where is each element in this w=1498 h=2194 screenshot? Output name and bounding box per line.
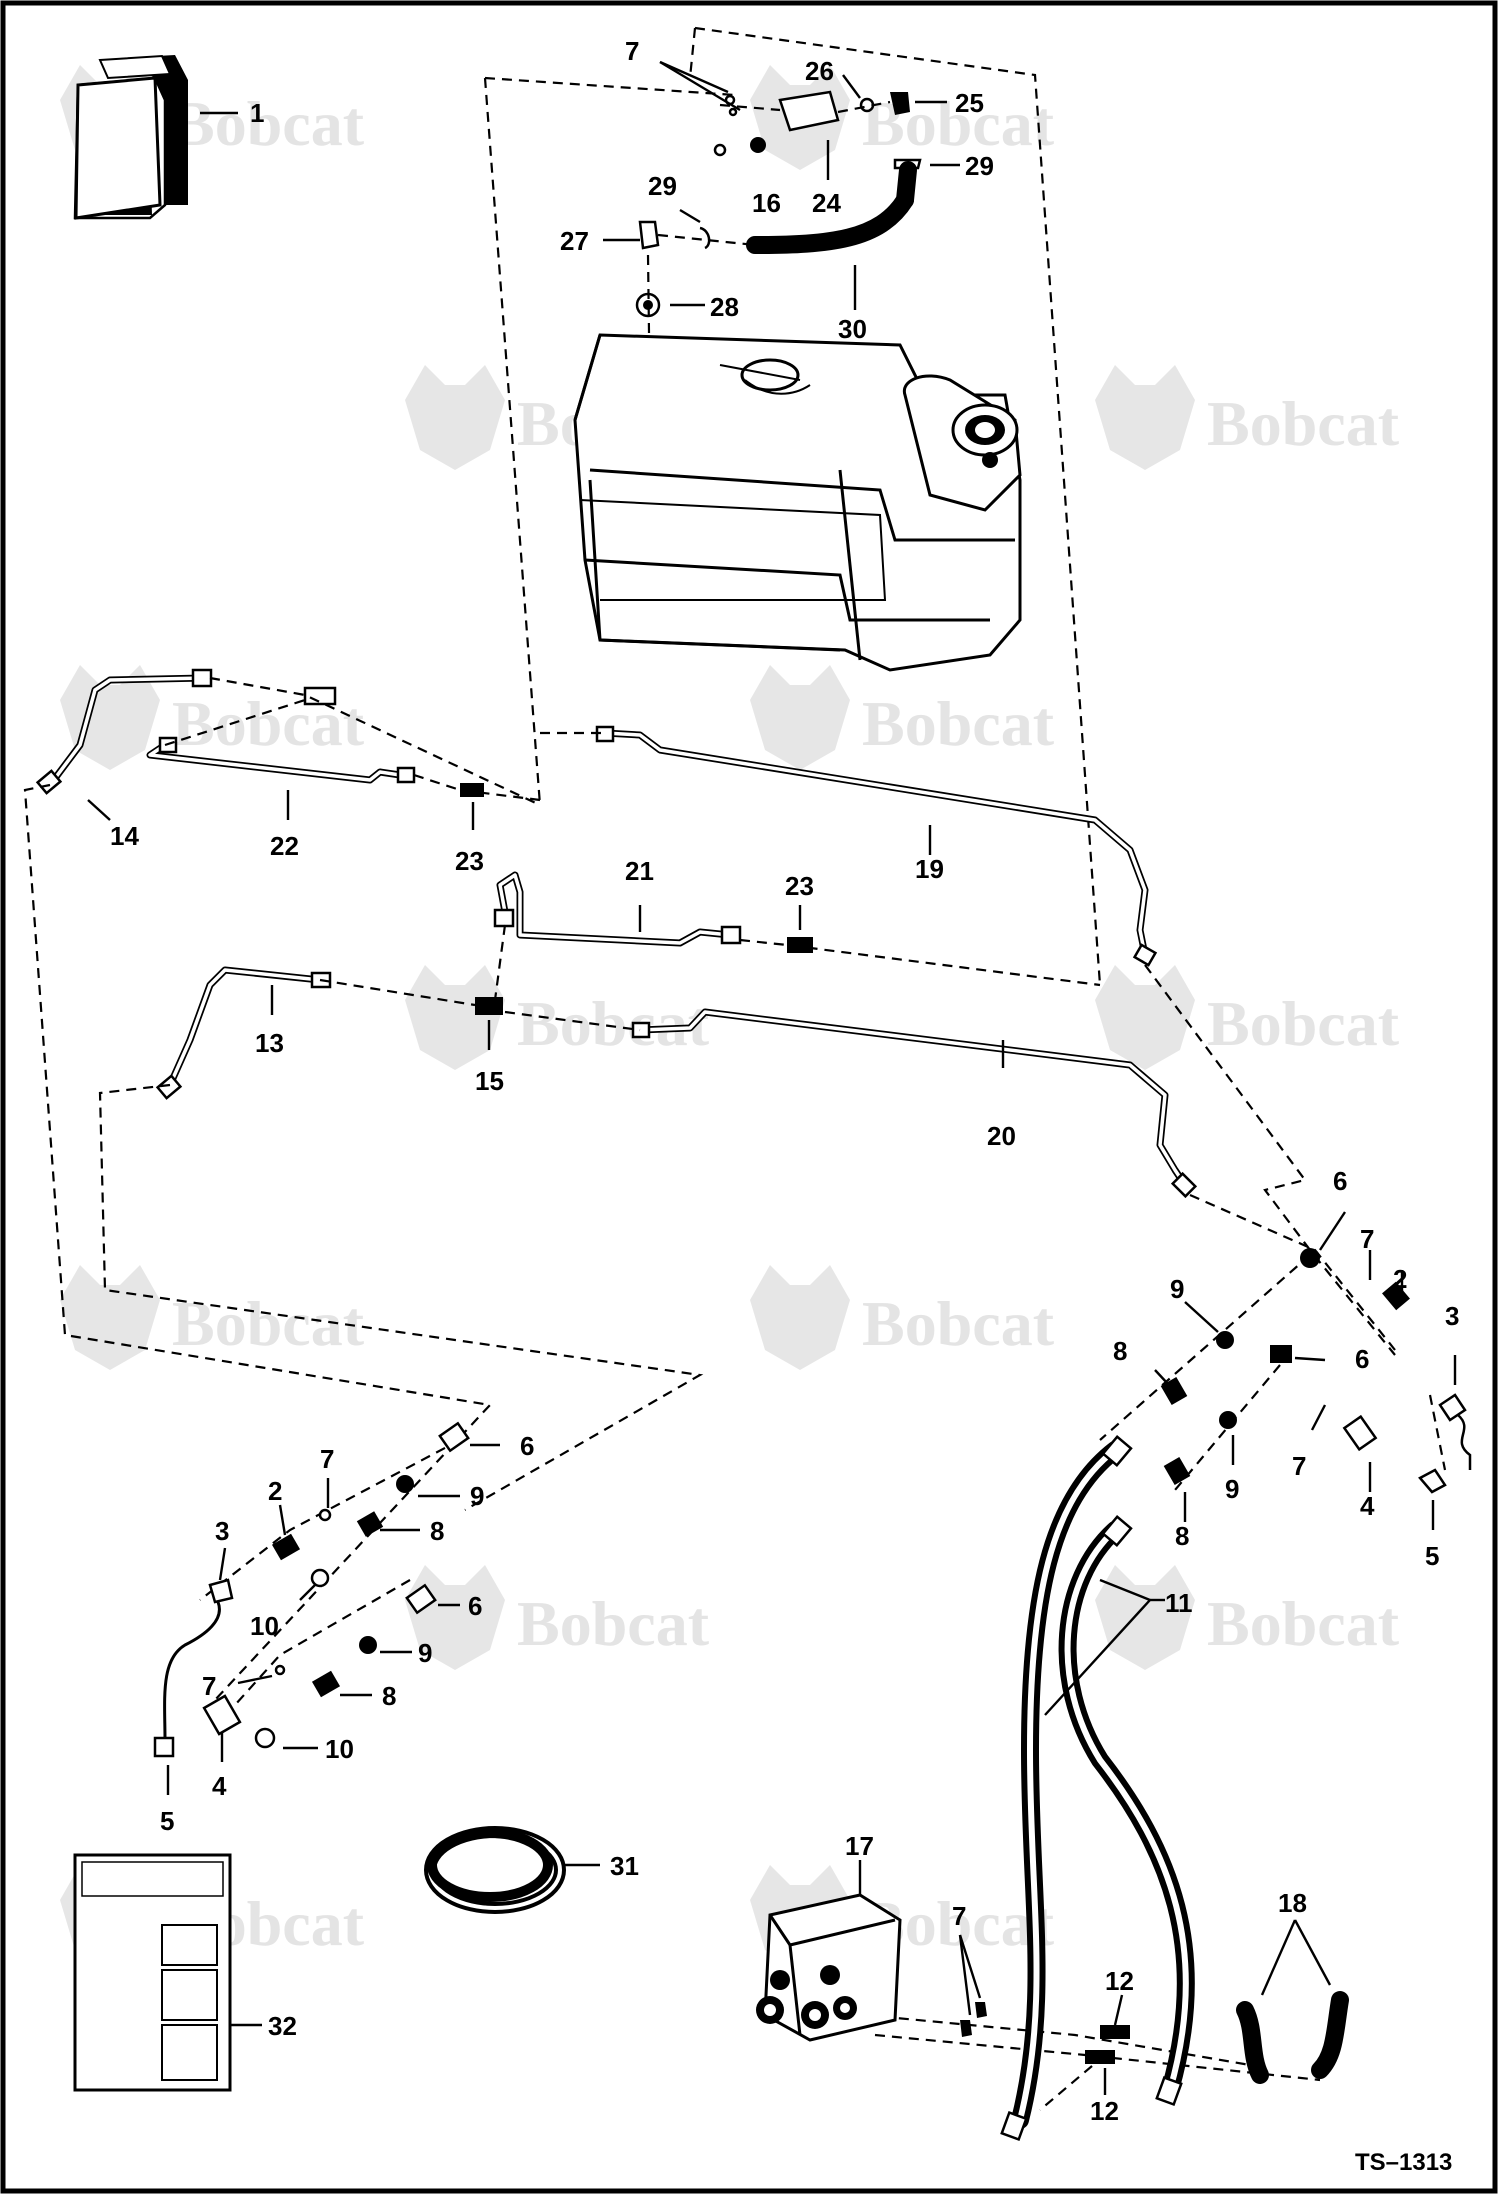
callout-19: 19 <box>915 854 944 884</box>
callout-2a: 2 <box>1393 1264 1407 1294</box>
callout-labels: 1 2 2 3 3 4 4 5 5 6 6 6 6 7 7 7 7 7 7 8 … <box>110 36 1459 2176</box>
watermark-logo: Bobcat <box>750 1265 1055 1370</box>
part-1-filter <box>73 54 238 220</box>
callout-16: 16 <box>752 188 781 218</box>
watermark-logo: Bobcat <box>1095 365 1400 470</box>
part-11-hoses <box>1000 1435 1195 2142</box>
watermark-text: Bobcat <box>1207 388 1400 459</box>
callout-7a: 7 <box>625 36 639 66</box>
callout-12b: 12 <box>1090 2096 1119 2126</box>
callout-4a: 4 <box>1360 1491 1375 1521</box>
callout-14: 14 <box>110 821 139 851</box>
watermark-logo: Bobcat <box>405 965 710 1070</box>
callout-9b: 9 <box>1225 1474 1239 1504</box>
callout-8c: 8 <box>430 1516 444 1546</box>
callout-30: 30 <box>838 314 867 344</box>
watermark-text: Bobcat <box>1207 1588 1400 1659</box>
tank-boundary-right <box>694 26 1102 986</box>
callout-31: 31 <box>610 1851 639 1881</box>
watermark-text: Bobcat <box>862 688 1055 759</box>
left-fittings <box>153 1421 500 1795</box>
callout-22: 22 <box>270 831 299 861</box>
callout-18: 18 <box>1278 1888 1307 1918</box>
watermark-logo: Bobcat <box>1095 1565 1400 1670</box>
watermark-text: Bobcat <box>862 1288 1055 1359</box>
callout-23b: 23 <box>785 871 814 901</box>
callout-15: 15 <box>475 1066 504 1096</box>
callout-2b: 2 <box>268 1476 282 1506</box>
part-30-hose <box>603 161 917 411</box>
callout-6c: 6 <box>520 1431 534 1461</box>
callout-7c: 7 <box>1292 1451 1306 1481</box>
callout-5a: 5 <box>1425 1541 1439 1571</box>
part-18-fittings <box>1236 1919 1349 2084</box>
callout-29b: 29 <box>965 151 994 181</box>
callout-24: 24 <box>812 188 841 218</box>
callout-3a: 3 <box>1445 1301 1459 1331</box>
callout-10a: 10 <box>250 1611 279 1641</box>
watermark-text: Bobcat <box>1207 988 1400 1059</box>
part-17-valve <box>756 1860 1130 2095</box>
watermark-logo: Bobcat <box>750 665 1055 770</box>
callout-12a: 12 <box>1105 1966 1134 1996</box>
right-fittings <box>1154 1211 1472 1530</box>
callout-32: 32 <box>268 2011 297 2041</box>
callout-7f: 7 <box>952 1901 966 1931</box>
fuel-tank <box>573 333 1022 672</box>
callout-27: 27 <box>560 226 589 256</box>
callout-7d: 7 <box>320 1444 334 1474</box>
watermark-text: Bobcat <box>172 88 365 159</box>
callout-5b: 5 <box>160 1806 174 1836</box>
callout-6a: 6 <box>1333 1166 1347 1196</box>
callout-8d: 8 <box>382 1681 396 1711</box>
callout-10b: 10 <box>325 1734 354 1764</box>
tank-boundary-top <box>688 27 697 79</box>
callout-29a: 29 <box>648 171 677 201</box>
callout-7e: 7 <box>202 1671 216 1701</box>
callout-17: 17 <box>845 1831 874 1861</box>
tank-boundary-topleft <box>484 76 736 97</box>
callout-7b: 7 <box>1360 1224 1374 1254</box>
callout-9d: 9 <box>418 1638 432 1668</box>
callout-26: 26 <box>805 56 834 86</box>
tank-boundary-left <box>483 77 542 806</box>
figure-reference: TS–1313 <box>1355 2149 1452 2176</box>
watermark-text: Bobcat <box>517 988 710 1059</box>
callout-13: 13 <box>255 1028 284 1058</box>
callout-21: 21 <box>625 856 654 886</box>
callout-9c: 9 <box>470 1481 484 1511</box>
part-31-hose-coil <box>424 1826 600 1914</box>
watermark-text: Bobcat <box>517 1588 710 1659</box>
callout-25: 25 <box>955 88 984 118</box>
routing-dashes <box>23 676 1447 2111</box>
callout-23a: 23 <box>455 846 484 876</box>
watermark-logo: Bobcat <box>1095 965 1400 1070</box>
callout-6d: 6 <box>468 1591 482 1621</box>
callout-6b: 6 <box>1355 1344 1369 1374</box>
watermark-logo: Bobcat <box>405 1565 710 1670</box>
callout-9a: 9 <box>1170 1274 1184 1304</box>
callout-8a: 8 <box>1113 1336 1127 1366</box>
callout-11: 11 <box>1165 1588 1193 1618</box>
callout-4b: 4 <box>212 1771 227 1801</box>
callout-20: 20 <box>987 1121 1016 1151</box>
callout-28: 28 <box>710 292 739 322</box>
part-32-decal <box>73 1853 262 2092</box>
callout-8b: 8 <box>1175 1521 1189 1551</box>
callout-1: 1 <box>250 98 264 128</box>
callout-3b: 3 <box>215 1516 229 1546</box>
watermark-logo: Bobcat <box>60 665 365 770</box>
